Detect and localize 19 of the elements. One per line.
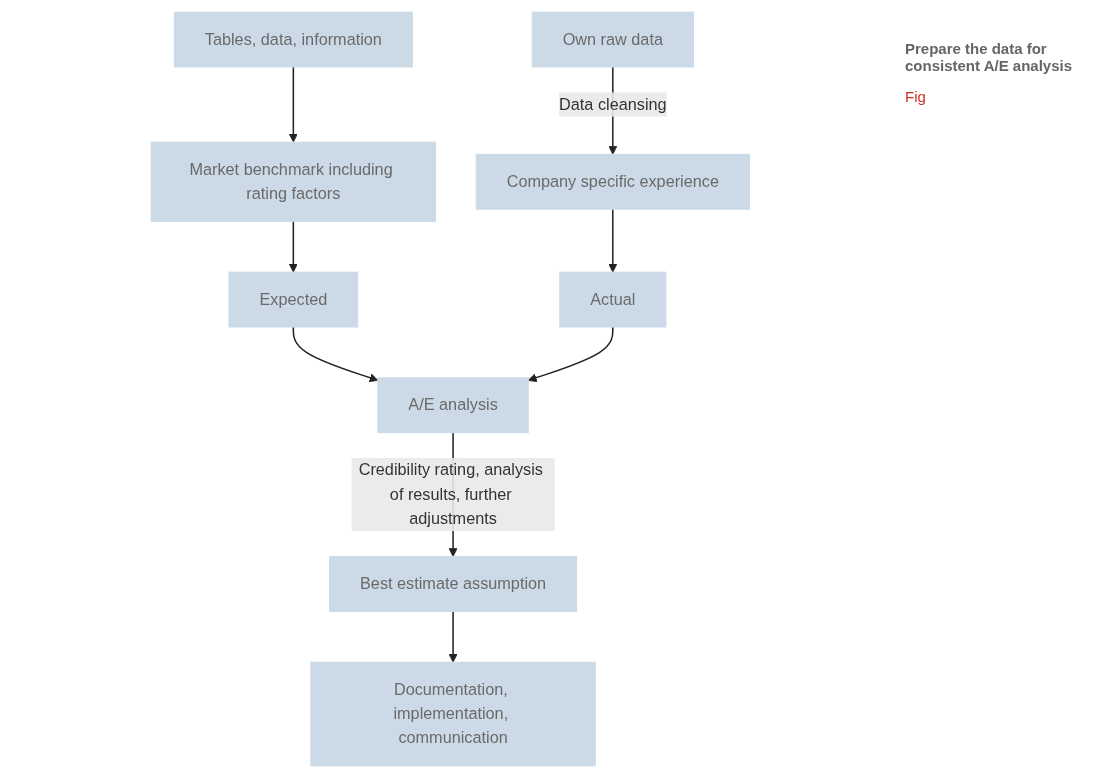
node-box: Documentation, implementation, communication (310, 661, 596, 767)
arrow (448, 610, 458, 663)
note-text: Fig (905, 88, 927, 105)
arrow (288, 220, 298, 273)
node-box: Company specific experience (475, 153, 750, 210)
node-box: Actual (558, 271, 667, 328)
node-box: A/E analysis (377, 377, 529, 434)
note-text: Prepare the data for consistent A/E analysis (905, 40, 1073, 74)
node-box: Own raw data (531, 11, 694, 68)
node-box: Best estimate assumption (328, 556, 577, 612)
arrow (527, 326, 614, 383)
edge-label: Credibility rating, analysis of results, further adjustments (358, 461, 543, 528)
arrow (292, 326, 378, 383)
node-box: Expected (228, 271, 358, 328)
arrow (608, 208, 617, 273)
node-box: Market benchmark including rating factors (150, 141, 436, 222)
arrow (288, 66, 298, 143)
edge-label: Data cleansing (558, 95, 667, 113)
node-box: Tables, data, information (173, 11, 413, 68)
